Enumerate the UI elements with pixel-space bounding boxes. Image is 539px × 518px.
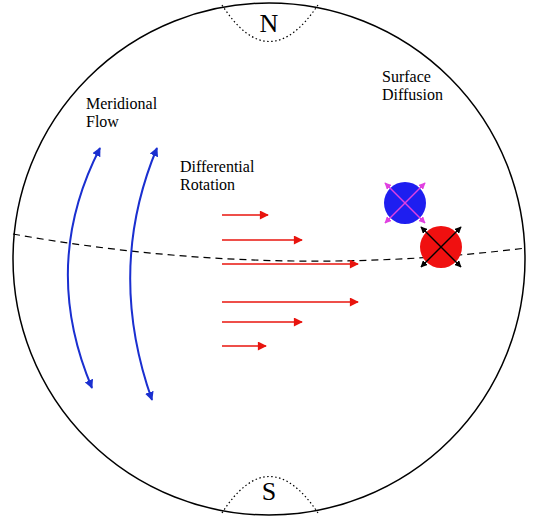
flow-label: Differential Rotation: [180, 158, 276, 194]
red-spot: [420, 226, 462, 268]
meridional-arrow: [130, 148, 157, 400]
south-cap: [222, 477, 318, 514]
flow-label: Meridional Flow: [86, 95, 168, 131]
pole-label: S: [239, 478, 299, 506]
blue-spot: [384, 182, 426, 224]
pole-label: N: [239, 10, 299, 38]
north-cap: [222, 5, 318, 42]
meridional-arrow: [68, 148, 100, 388]
rotation-arrows: [222, 215, 358, 346]
flow-label: Surface Diffusion: [382, 68, 466, 104]
sun-outline: [13, 3, 525, 515]
